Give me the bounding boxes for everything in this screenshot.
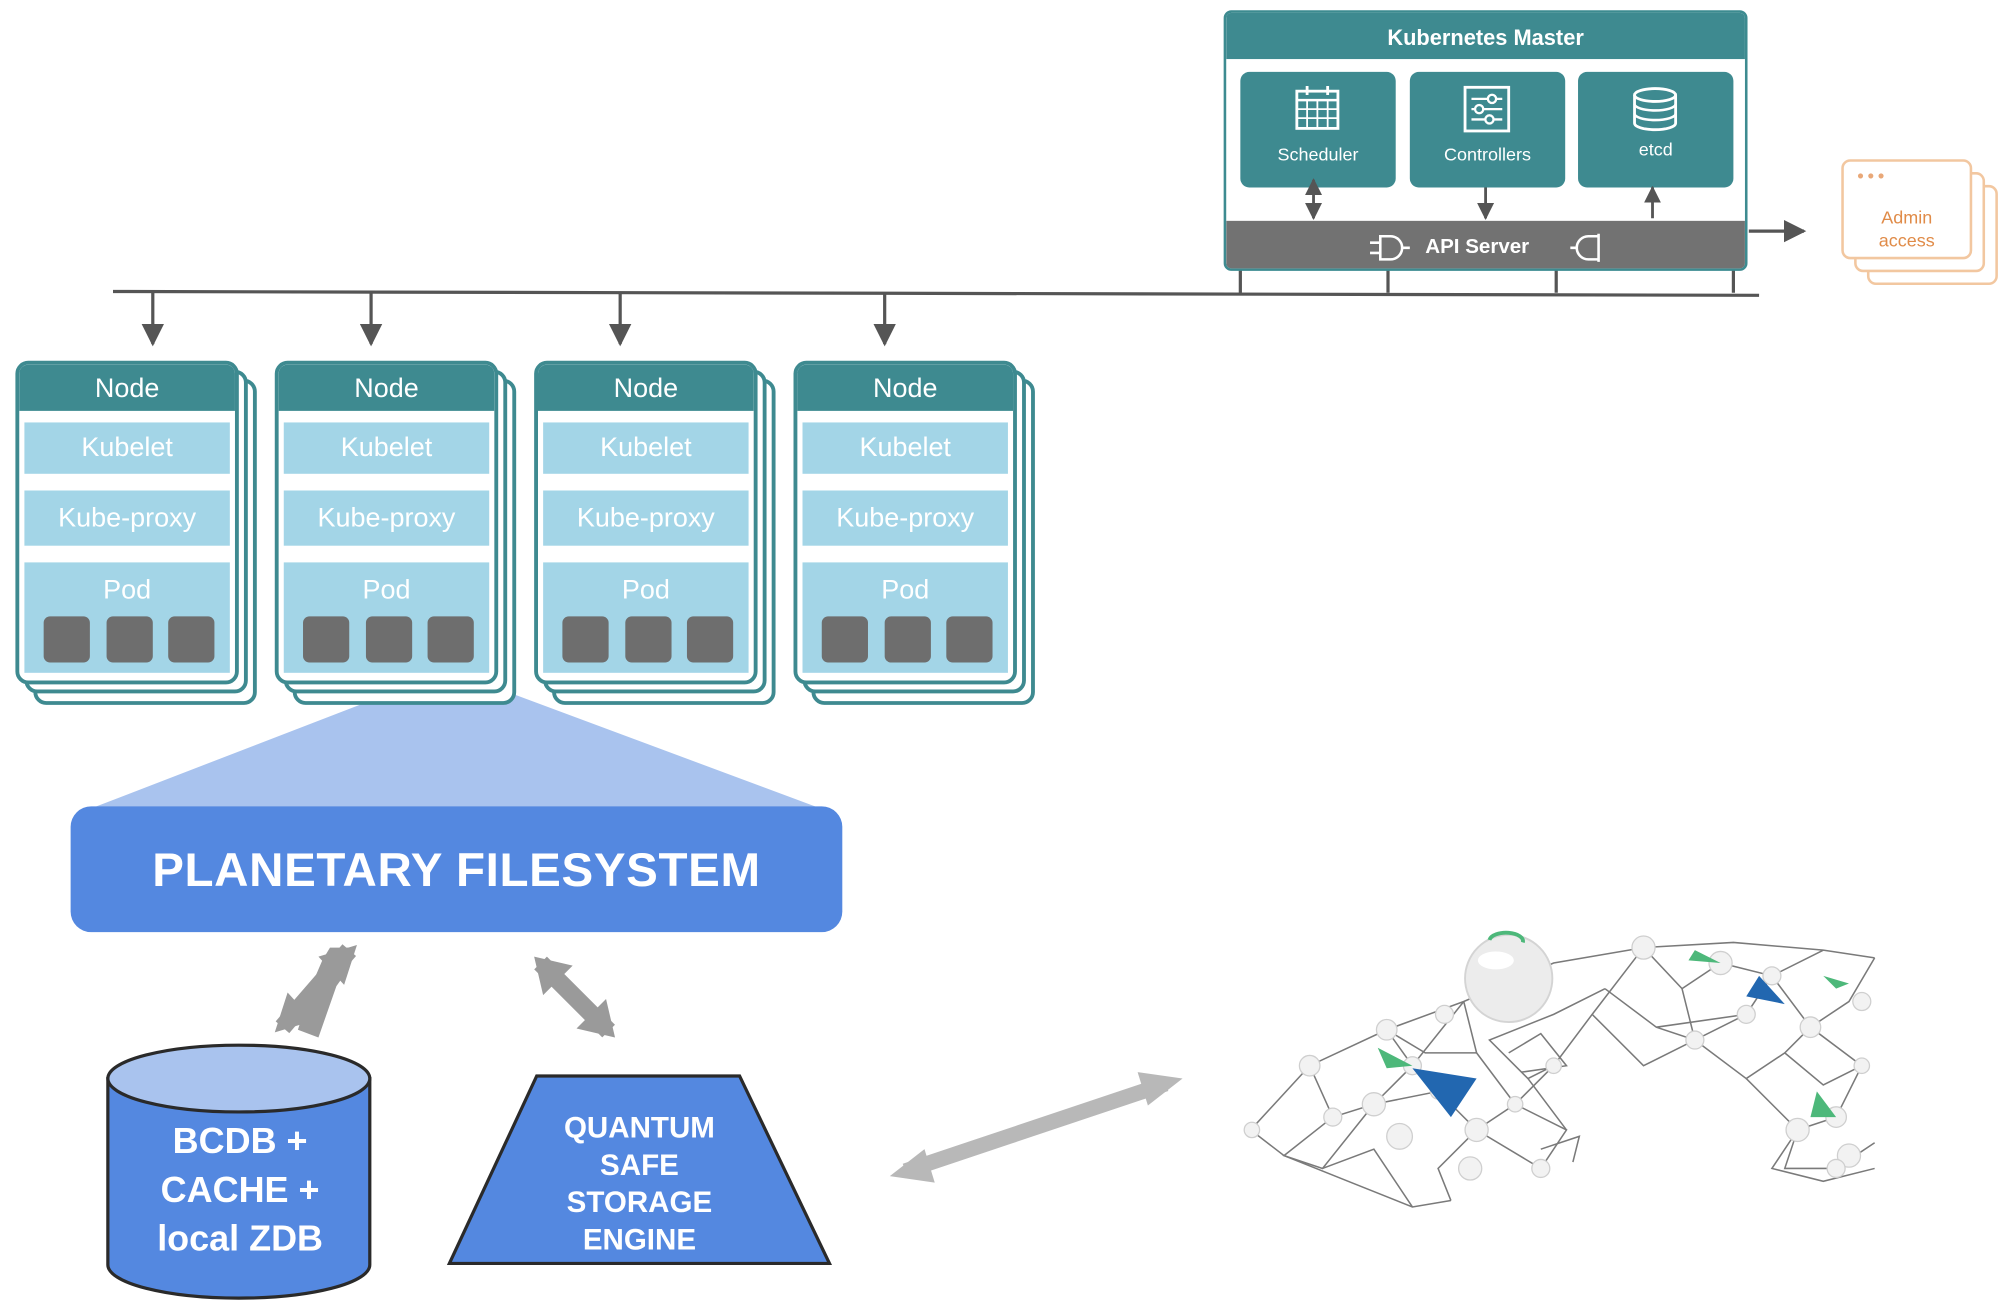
pod-label: Pod bbox=[103, 575, 152, 605]
container-box bbox=[303, 616, 350, 663]
api-server-bar[interactable]: API Server bbox=[1226, 220, 1745, 269]
quantum-engine-label: QUANTUM SAFE STORAGE ENGINE bbox=[563, 1110, 715, 1256]
database-icon bbox=[1633, 87, 1678, 132]
node-card[interactable]: Node Kubelet Kube-proxy Pod bbox=[534, 360, 778, 705]
container-box bbox=[946, 616, 993, 663]
pod-row: Pod bbox=[802, 562, 1008, 673]
scheduler-label: Scheduler bbox=[1277, 143, 1359, 165]
etcd-component[interactable]: etcd bbox=[1578, 71, 1734, 188]
container-box bbox=[625, 616, 672, 663]
controllers-component[interactable]: Controllers bbox=[1409, 71, 1566, 188]
pod-row: Pod bbox=[24, 562, 230, 673]
calendar-icon bbox=[1295, 86, 1340, 130]
master-internal-arrows bbox=[1305, 178, 1661, 220]
sliders-icon bbox=[1463, 85, 1511, 133]
pod-row: Pod bbox=[543, 562, 749, 673]
plug-left-icon bbox=[1370, 234, 1410, 261]
database-cylinder bbox=[106, 1043, 372, 1300]
api-server-label: API Server bbox=[1425, 236, 1530, 259]
filesystem-roof bbox=[89, 670, 822, 809]
node-title: Node bbox=[537, 364, 754, 411]
node-title: Node bbox=[278, 364, 495, 411]
kube-proxy-row: Kube-proxy bbox=[543, 490, 749, 546]
kube-proxy-row: Kube-proxy bbox=[24, 490, 230, 546]
node-card[interactable]: Node Kubelet Kube-proxy Pod bbox=[15, 360, 259, 705]
decentralized-network-illustration bbox=[1243, 930, 1876, 1208]
controllers-label: Controllers bbox=[1444, 143, 1531, 165]
container-box bbox=[168, 616, 215, 663]
container-box bbox=[365, 616, 413, 663]
kube-proxy-row: Kube-proxy bbox=[802, 490, 1008, 546]
cluster-bus-line bbox=[112, 289, 1760, 297]
kubernetes-master: Kubernetes Master Scheduler bbox=[1223, 10, 1748, 271]
container-box bbox=[821, 616, 868, 663]
engine-to-network-arrow bbox=[889, 1072, 1183, 1183]
container-box bbox=[884, 616, 931, 663]
plug-right-icon bbox=[1570, 233, 1600, 262]
planetary-filesystem-box[interactable]: PLANETARY FILESYSTEM bbox=[70, 806, 843, 933]
pod-label: Pod bbox=[621, 575, 670, 605]
admin-access[interactable]: Admin access bbox=[1841, 159, 2000, 287]
master-title: Kubernetes Master bbox=[1226, 12, 1745, 60]
admin-label: Admin access bbox=[1878, 206, 1935, 251]
pod-row: Pod bbox=[283, 562, 490, 673]
kubelet-row: Kubelet bbox=[24, 422, 230, 474]
kubelet-row: Kubelet bbox=[802, 422, 1008, 474]
kubelet-row: Kubelet bbox=[543, 422, 749, 474]
pod-label: Pod bbox=[362, 575, 411, 605]
database-label: BCDB + CACHE + local ZDB bbox=[157, 1120, 324, 1259]
scheduler-component[interactable]: Scheduler bbox=[1240, 71, 1396, 188]
node-title: Node bbox=[19, 364, 235, 411]
container-box bbox=[43, 616, 90, 663]
kubelet-row: Kubelet bbox=[283, 422, 490, 474]
container-box bbox=[427, 616, 474, 663]
container-box bbox=[686, 616, 734, 663]
node-title: Node bbox=[797, 364, 1014, 411]
container-box bbox=[106, 616, 153, 663]
container-box bbox=[562, 616, 609, 663]
pod-label: Pod bbox=[881, 575, 930, 605]
node-card[interactable]: Node Kubelet Kube-proxy Pod bbox=[793, 360, 1038, 705]
window-dots-icon bbox=[1857, 173, 1884, 179]
kube-proxy-row: Kube-proxy bbox=[283, 490, 490, 546]
node-card[interactable]: Node Kubelet Kube-proxy Pod bbox=[274, 360, 519, 705]
pfs-to-engine-arrow bbox=[534, 956, 616, 1038]
etcd-label: etcd bbox=[1638, 138, 1673, 160]
quantum-engine-shape bbox=[446, 1074, 833, 1266]
pfs-to-db-arrow bbox=[274, 944, 357, 1038]
